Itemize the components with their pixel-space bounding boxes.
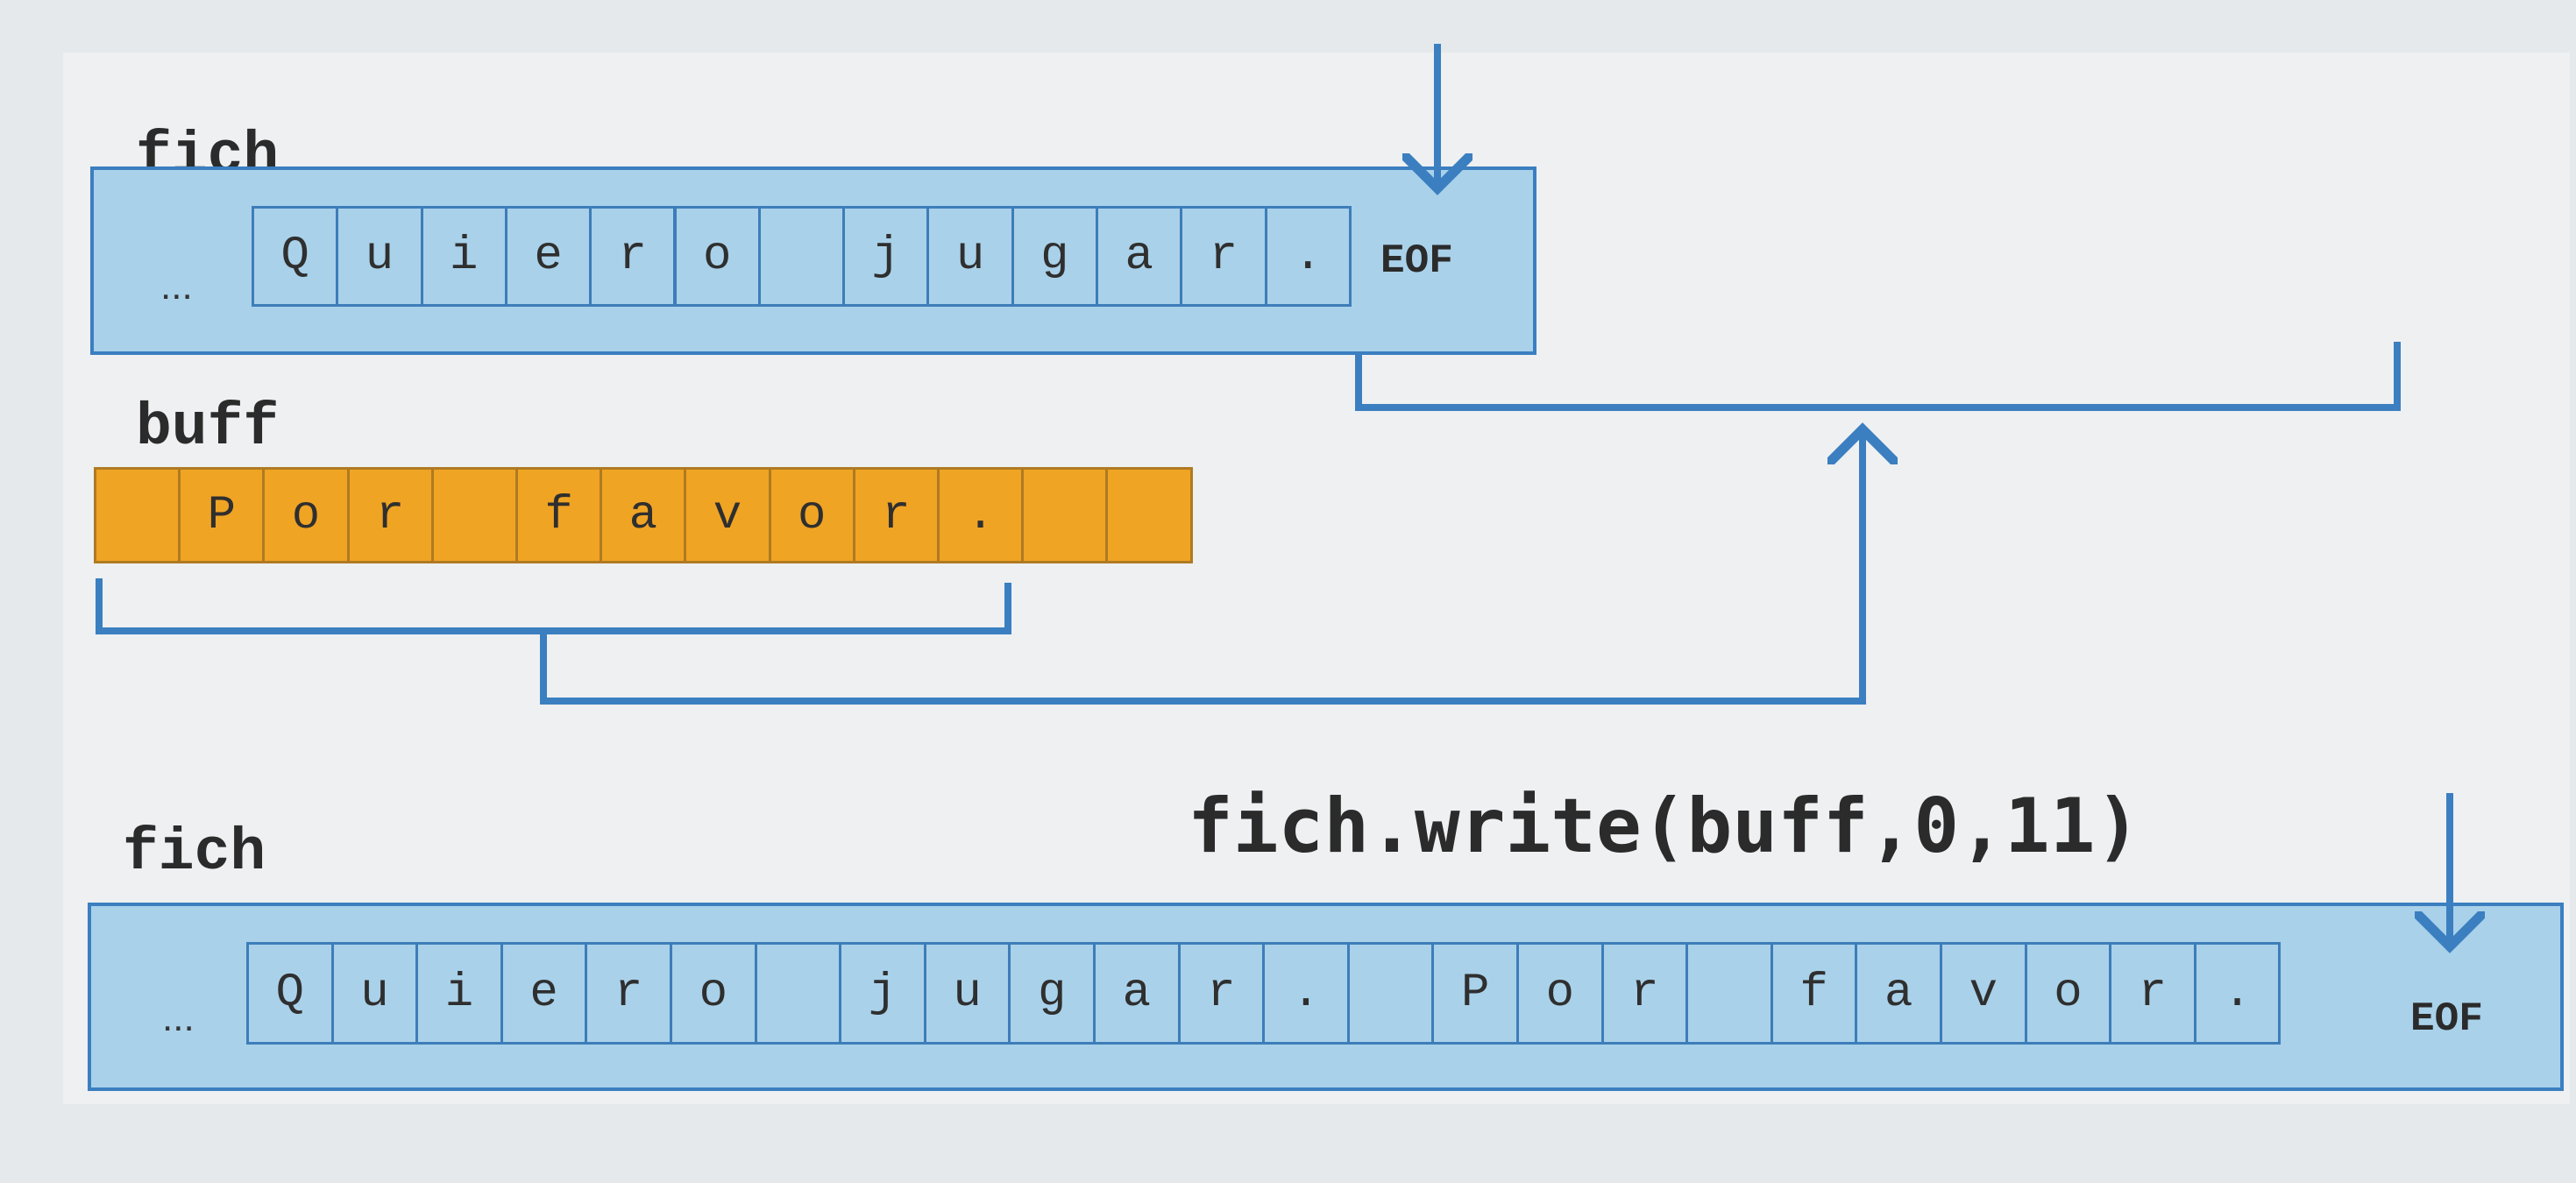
bottom-file-cell: g bbox=[1008, 942, 1096, 1045]
bottom-file-cell: . bbox=[2193, 942, 2281, 1045]
top-file-cell: j bbox=[842, 206, 930, 307]
bottom-file-cell: . bbox=[1262, 942, 1350, 1045]
bottom-file-cell: e bbox=[500, 942, 588, 1045]
bottom-file-cell: f bbox=[1770, 942, 1858, 1045]
bottom-file-label: fich bbox=[123, 819, 266, 887]
bottom-file-cell: r bbox=[2109, 942, 2196, 1045]
top-file-cell bbox=[757, 206, 846, 307]
bottom-file-cell: j bbox=[839, 942, 926, 1045]
bottom-file-cell: r bbox=[1600, 942, 1689, 1045]
buffer-cell bbox=[94, 467, 181, 563]
bottom-file-cell: o bbox=[670, 942, 757, 1045]
top-file-cell: . bbox=[1264, 206, 1352, 307]
buffer-cell bbox=[430, 467, 518, 563]
top-file-cell: r bbox=[1180, 206, 1267, 307]
bottom-file-cell: Q bbox=[246, 942, 334, 1045]
top-file-cell: a bbox=[1096, 206, 1183, 307]
bottom-file-cell: r bbox=[585, 942, 672, 1045]
bottom-file-cell: a bbox=[1855, 942, 1942, 1045]
bottom-file-cell: u bbox=[923, 942, 1011, 1045]
bottom-file-cell: P bbox=[1431, 942, 1519, 1045]
top-file-cell: r bbox=[589, 206, 677, 307]
bottom-file-cell: a bbox=[1093, 942, 1181, 1045]
bottom-file-ellipsis: ... bbox=[162, 996, 195, 1039]
top-file-cell: Q bbox=[252, 206, 339, 307]
bottom-file-cell: u bbox=[330, 942, 419, 1045]
buffer-cell bbox=[1105, 467, 1193, 563]
top-file-cell: i bbox=[420, 206, 507, 307]
bottom-file-cell: i bbox=[415, 942, 503, 1045]
buffer-label: buff bbox=[136, 394, 280, 462]
bottom-file-cell: r bbox=[1177, 942, 1266, 1045]
buffer-cell: . bbox=[937, 467, 1025, 563]
write-call: fich.write(buff,0,11) bbox=[1188, 783, 2141, 870]
top-file-cell: u bbox=[336, 206, 423, 307]
top-file-bracket bbox=[1355, 342, 2401, 411]
buffer-to-file-connector bbox=[540, 429, 1863, 705]
bottom-file-cell: v bbox=[1940, 942, 2027, 1045]
buffer-cell: r bbox=[346, 467, 434, 563]
buffer-bracket bbox=[96, 578, 1011, 634]
top-file-eof: EOF bbox=[1380, 238, 1453, 284]
buffer-cell: v bbox=[684, 467, 771, 563]
top-file-cell: g bbox=[1011, 206, 1098, 307]
buffer-cell: r bbox=[852, 467, 940, 563]
buffer-cell: f bbox=[515, 467, 603, 563]
top-file-ellipsis: ... bbox=[160, 265, 193, 308]
buffer-cell: o bbox=[768, 467, 855, 563]
bottom-file-eof: EOF bbox=[2410, 996, 2483, 1042]
